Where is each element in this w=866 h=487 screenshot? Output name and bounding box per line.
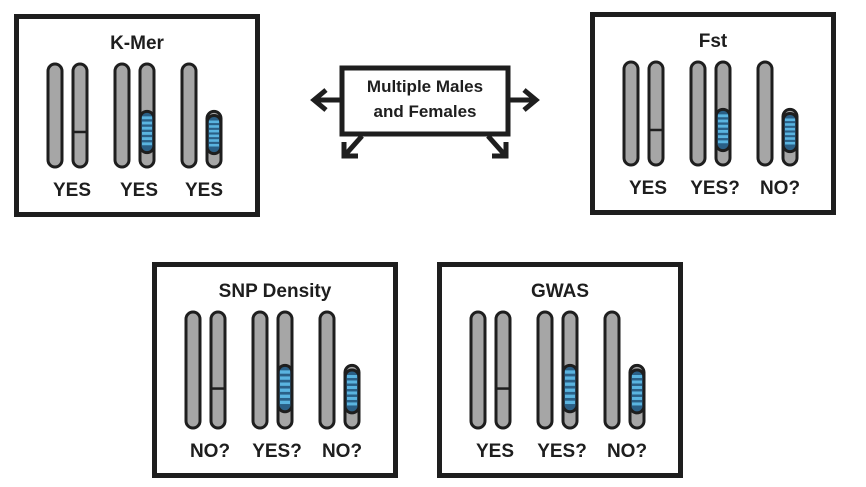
- chromosome-x: [113, 62, 131, 169]
- band-stripe: [718, 135, 728, 139]
- band-stripe: [785, 118, 795, 122]
- band-stripe: [347, 391, 357, 395]
- band-stripe: [632, 396, 642, 400]
- band-stripe: [565, 388, 575, 392]
- band-stripe: [632, 402, 642, 406]
- chromosome-x: [318, 310, 336, 430]
- chromosome-diagram: [184, 310, 361, 430]
- panel-fst: Fst YES YES? NO?: [590, 12, 836, 215]
- band-stripe: [347, 396, 357, 400]
- band-stripe: [347, 385, 357, 389]
- arrow-down-right-icon: [486, 134, 509, 159]
- chromosome-x: [209, 310, 227, 430]
- chromosome-x: [71, 62, 89, 169]
- band-stripe: [718, 119, 728, 123]
- chromosome-diagram: [622, 60, 799, 167]
- verdict-label: YES: [475, 441, 515, 462]
- band-stripe: [280, 388, 290, 392]
- center-label-line2: and Females: [373, 102, 477, 121]
- band-stripe: [209, 129, 219, 133]
- band-stripe: [785, 137, 795, 140]
- band-stripe: [785, 123, 795, 126]
- arrow-right-icon: [510, 88, 540, 112]
- band-stripe: [142, 116, 152, 120]
- chromosome-x: [622, 60, 640, 167]
- band-stripe: [280, 394, 290, 398]
- chromosome-x: [469, 310, 487, 430]
- panel-title: SNP Density: [218, 281, 332, 302]
- band-stripe: [632, 380, 642, 384]
- chromosome-x: [536, 310, 554, 430]
- band-stripe: [142, 137, 152, 141]
- panel-gwas: GWAS YES YES? NO?: [437, 262, 683, 478]
- panel-title: GWAS: [530, 281, 590, 302]
- sampling-box: Multiple Males and Females: [300, 58, 550, 168]
- band-stripe: [718, 129, 728, 133]
- chromosome-x: [180, 62, 198, 169]
- band-stripe: [209, 120, 219, 124]
- band-stripe: [565, 382, 575, 386]
- panel-snp-density: SNP Density NO? YES? NO?: [152, 262, 398, 478]
- band-stripe: [565, 400, 575, 405]
- band-stripe: [785, 141, 795, 145]
- chromosome-x: [689, 60, 707, 167]
- band-stripe: [209, 134, 219, 138]
- band-stripe: [785, 127, 795, 131]
- band-stripe: [209, 143, 219, 147]
- chromosome-x: [647, 60, 665, 167]
- band-stripe: [347, 402, 357, 406]
- panel-title: Fst: [698, 31, 728, 52]
- band-stripe: [785, 132, 795, 136]
- band-stripe: [565, 376, 575, 380]
- band-stripe: [142, 126, 152, 130]
- chromosome-x: [46, 62, 64, 169]
- band-stripe: [347, 380, 357, 384]
- chromosome-x: [494, 310, 512, 430]
- panel-kmer: K-Mer YES YES YES: [14, 14, 260, 217]
- verdict-label: YES: [628, 178, 668, 199]
- chromosome-x: [756, 60, 774, 167]
- arrow-left-icon: [310, 88, 340, 112]
- band-stripe: [209, 125, 219, 128]
- band-stripe: [565, 394, 575, 398]
- verdict-label: YES?: [690, 178, 740, 199]
- verdict-label: NO?: [759, 178, 801, 199]
- verdict-label: NO?: [189, 441, 231, 462]
- band-stripe: [209, 139, 219, 142]
- verdict-label: NO?: [606, 441, 648, 462]
- band-stripe: [280, 376, 290, 380]
- chromosome-x: [184, 310, 202, 430]
- band-stripe: [347, 375, 357, 379]
- band-stripe: [280, 370, 290, 374]
- center-box: [339, 65, 511, 137]
- chromosome-x: [251, 310, 269, 430]
- chromosome-x: [603, 310, 621, 430]
- chromosome-diagram: [46, 62, 223, 169]
- band-stripe: [718, 140, 728, 144]
- verdict-label: YES: [52, 180, 92, 201]
- panel-title: K-Mer: [110, 33, 164, 54]
- band-stripe: [565, 370, 575, 374]
- verdict-label: YES: [119, 180, 159, 201]
- chromosome-diagram: [469, 310, 646, 430]
- band-stripe: [142, 131, 152, 135]
- band-stripe: [632, 391, 642, 395]
- verdict-label: YES: [184, 180, 224, 201]
- verdict-label: NO?: [321, 441, 363, 462]
- center-label-line1: Multiple Males: [366, 77, 484, 96]
- band-stripe: [718, 124, 728, 128]
- band-stripe: [142, 121, 152, 125]
- band-stripe: [632, 375, 642, 379]
- band-stripe: [280, 382, 290, 386]
- verdict-label: YES?: [537, 441, 587, 462]
- band-stripe: [632, 385, 642, 389]
- band-stripe: [280, 400, 290, 405]
- arrows-diagram: [310, 65, 540, 159]
- arrow-down-left-icon: [341, 134, 364, 159]
- band-stripe: [718, 114, 728, 118]
- band-stripe: [142, 142, 152, 146]
- verdict-label: YES?: [252, 441, 302, 462]
